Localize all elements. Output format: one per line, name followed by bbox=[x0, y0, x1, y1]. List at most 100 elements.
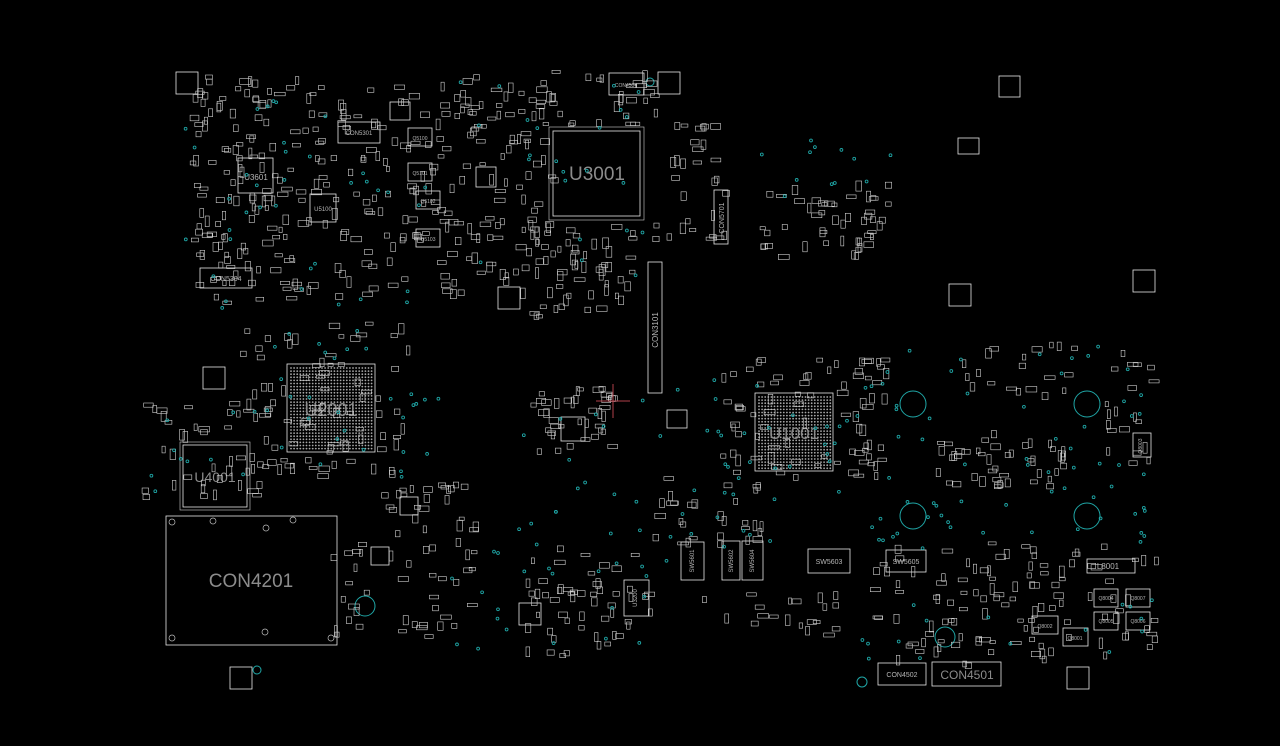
connector-con4201[interactable]: CON4201 bbox=[165, 515, 338, 646]
connector-con5301[interactable]: CON5301 bbox=[337, 121, 381, 144]
bga-ball bbox=[349, 429, 351, 431]
passive-part bbox=[626, 621, 631, 630]
bga-ball bbox=[807, 427, 810, 429]
via-hole bbox=[172, 448, 176, 453]
passive-part bbox=[840, 412, 851, 417]
passive-part bbox=[911, 566, 916, 578]
bga-ball bbox=[829, 458, 832, 460]
passive-part bbox=[550, 423, 561, 430]
passive-part bbox=[216, 101, 223, 111]
bga-ball bbox=[361, 416, 364, 419]
passive-part bbox=[395, 530, 401, 538]
passive-part bbox=[880, 357, 891, 363]
via-hole bbox=[896, 639, 901, 644]
bga-ball bbox=[296, 435, 299, 438]
bga-ball bbox=[336, 422, 339, 425]
passive-part bbox=[721, 373, 727, 383]
bga-ball bbox=[817, 455, 819, 457]
bga-ball bbox=[770, 399, 773, 401]
label-q5102: Q5102 bbox=[420, 199, 435, 205]
via-hole bbox=[183, 237, 188, 242]
switch-sw5601[interactable]: SW5601 bbox=[680, 541, 705, 581]
bga-ball bbox=[302, 376, 305, 379]
transistor-q8001[interactable]: Q8001 bbox=[1062, 627, 1089, 647]
bga-ball bbox=[318, 398, 320, 400]
via-hole bbox=[563, 178, 568, 183]
chip-u3001[interactable]: U3001 bbox=[548, 126, 645, 221]
switch-sw5603[interactable]: SW5603 bbox=[807, 548, 851, 574]
passive-part bbox=[429, 163, 439, 171]
passive-part bbox=[507, 82, 514, 93]
transistor-q8004[interactable]: Q8004 bbox=[1093, 588, 1119, 608]
bga-ball bbox=[826, 458, 829, 460]
bga-ball bbox=[339, 426, 342, 428]
passive-part bbox=[757, 613, 770, 619]
transistor-q8002[interactable]: Q8002 bbox=[1031, 615, 1059, 635]
bga-ball bbox=[311, 447, 314, 450]
transistor-q8006[interactable]: Q8006 bbox=[1125, 611, 1151, 631]
connector-con3101[interactable]: CON3101 bbox=[647, 261, 663, 394]
chip-u3601[interactable]: U3601 bbox=[237, 157, 274, 194]
passive-part bbox=[1026, 572, 1032, 579]
passive-part bbox=[846, 194, 857, 199]
bga-ball bbox=[823, 455, 825, 457]
bga-ball bbox=[352, 395, 354, 397]
passive-part bbox=[579, 611, 585, 621]
chip-u4001[interactable]: U4001 bbox=[179, 441, 251, 511]
switch-sw5604[interactable]: SW5604 bbox=[741, 540, 764, 581]
bga-ball bbox=[311, 385, 314, 388]
passive-part bbox=[695, 125, 706, 132]
via-hole bbox=[476, 646, 480, 651]
bga-ball bbox=[355, 435, 357, 438]
transistor-q8007[interactable]: Q8007 bbox=[1125, 588, 1151, 608]
bga-ball bbox=[314, 379, 317, 382]
bga-ball bbox=[314, 447, 317, 450]
via-hole bbox=[644, 574, 649, 578]
bga-ball bbox=[342, 413, 345, 416]
bga-ball bbox=[773, 424, 776, 426]
bga-ball bbox=[370, 444, 373, 447]
passive-part bbox=[400, 492, 408, 497]
transistor-q5100[interactable]: Q5100 bbox=[407, 127, 433, 147]
bga-ball bbox=[299, 391, 302, 394]
bga-ball bbox=[358, 404, 361, 407]
switch-sw5605[interactable]: SW5605 bbox=[885, 549, 927, 573]
connector-con5701[interactable]: CON5701 bbox=[713, 189, 729, 245]
passive-part bbox=[282, 286, 292, 291]
bga-ball bbox=[758, 417, 760, 420]
passive-part bbox=[375, 410, 383, 418]
transistor-q5101[interactable]: Q5101 bbox=[407, 162, 433, 182]
passive-part bbox=[630, 230, 636, 237]
passive-part bbox=[274, 253, 283, 258]
transistor-q8003[interactable]: Q8003 bbox=[1132, 432, 1152, 458]
bga-ball bbox=[336, 395, 339, 397]
connector-con4502[interactable]: CON4502 bbox=[877, 662, 927, 686]
inductor-l8001[interactable]: L8001 bbox=[1086, 558, 1136, 574]
passive-part bbox=[766, 191, 774, 198]
passive-part bbox=[400, 423, 405, 435]
passive-part bbox=[428, 573, 437, 578]
passive-part bbox=[554, 559, 566, 565]
passive-part bbox=[536, 99, 547, 104]
bga-ball bbox=[364, 429, 367, 431]
switch-sw5602[interactable]: SW5602 bbox=[721, 540, 741, 581]
bga-ball bbox=[355, 398, 357, 400]
passive-part bbox=[425, 141, 432, 148]
transistor-q8005[interactable]: Q8005 bbox=[1093, 611, 1119, 631]
bga-ball bbox=[823, 424, 825, 426]
connector-con5304[interactable]: CON5304 bbox=[199, 267, 253, 289]
bga-ball bbox=[764, 430, 767, 432]
via-hole bbox=[308, 266, 313, 271]
connector-con4504[interactable]: CON4504 bbox=[608, 72, 645, 96]
passive-part bbox=[1004, 478, 1011, 488]
chip-u3200[interactable]: U3200 bbox=[623, 579, 650, 617]
bga-ball bbox=[767, 417, 770, 420]
bga-ball bbox=[293, 398, 295, 400]
passive-part bbox=[979, 636, 991, 643]
bga-ball bbox=[804, 414, 807, 417]
passive-part bbox=[604, 641, 611, 647]
bga-ball bbox=[349, 373, 351, 376]
bga-ball bbox=[296, 432, 299, 434]
via-hole bbox=[336, 302, 341, 307]
